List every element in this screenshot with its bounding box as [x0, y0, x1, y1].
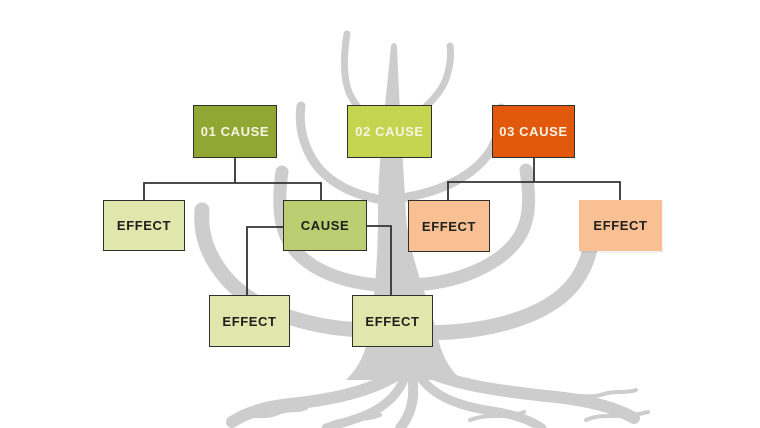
- node-label: 03 CAUSE: [499, 124, 568, 139]
- node-effect-left[interactable]: EFFECT: [103, 200, 185, 251]
- node-effect-right[interactable]: EFFECT: [579, 200, 662, 251]
- node-label: EFFECT: [222, 313, 277, 329]
- node-cause-03[interactable]: 03 CAUSE: [492, 105, 575, 158]
- connector-causemid-left-child: [246, 226, 283, 296]
- node-effect-mid[interactable]: EFFECT: [408, 200, 490, 252]
- node-cause-mid[interactable]: CAUSE: [283, 200, 367, 251]
- node-label: CAUSE: [300, 218, 350, 233]
- node-label: EFFECT: [116, 218, 172, 233]
- node-cause-02[interactable]: 02 CAUSE: [347, 105, 432, 158]
- node-label: EFFECT: [365, 313, 420, 329]
- node-label: 02 CAUSE: [355, 124, 424, 139]
- node-cause-01[interactable]: 01 CAUSE: [193, 105, 277, 158]
- connector-causemid-right-child: [367, 225, 392, 296]
- node-label: 01 CAUSE: [200, 124, 270, 139]
- node-effect-sub-right[interactable]: EFFECT: [352, 295, 433, 347]
- connector-cause01-children: [143, 158, 322, 201]
- node-label: EFFECT: [421, 218, 477, 234]
- connector-cause03-children: [447, 158, 621, 201]
- node-effect-sub-left[interactable]: EFFECT: [209, 295, 290, 347]
- node-label: EFFECT: [593, 218, 648, 233]
